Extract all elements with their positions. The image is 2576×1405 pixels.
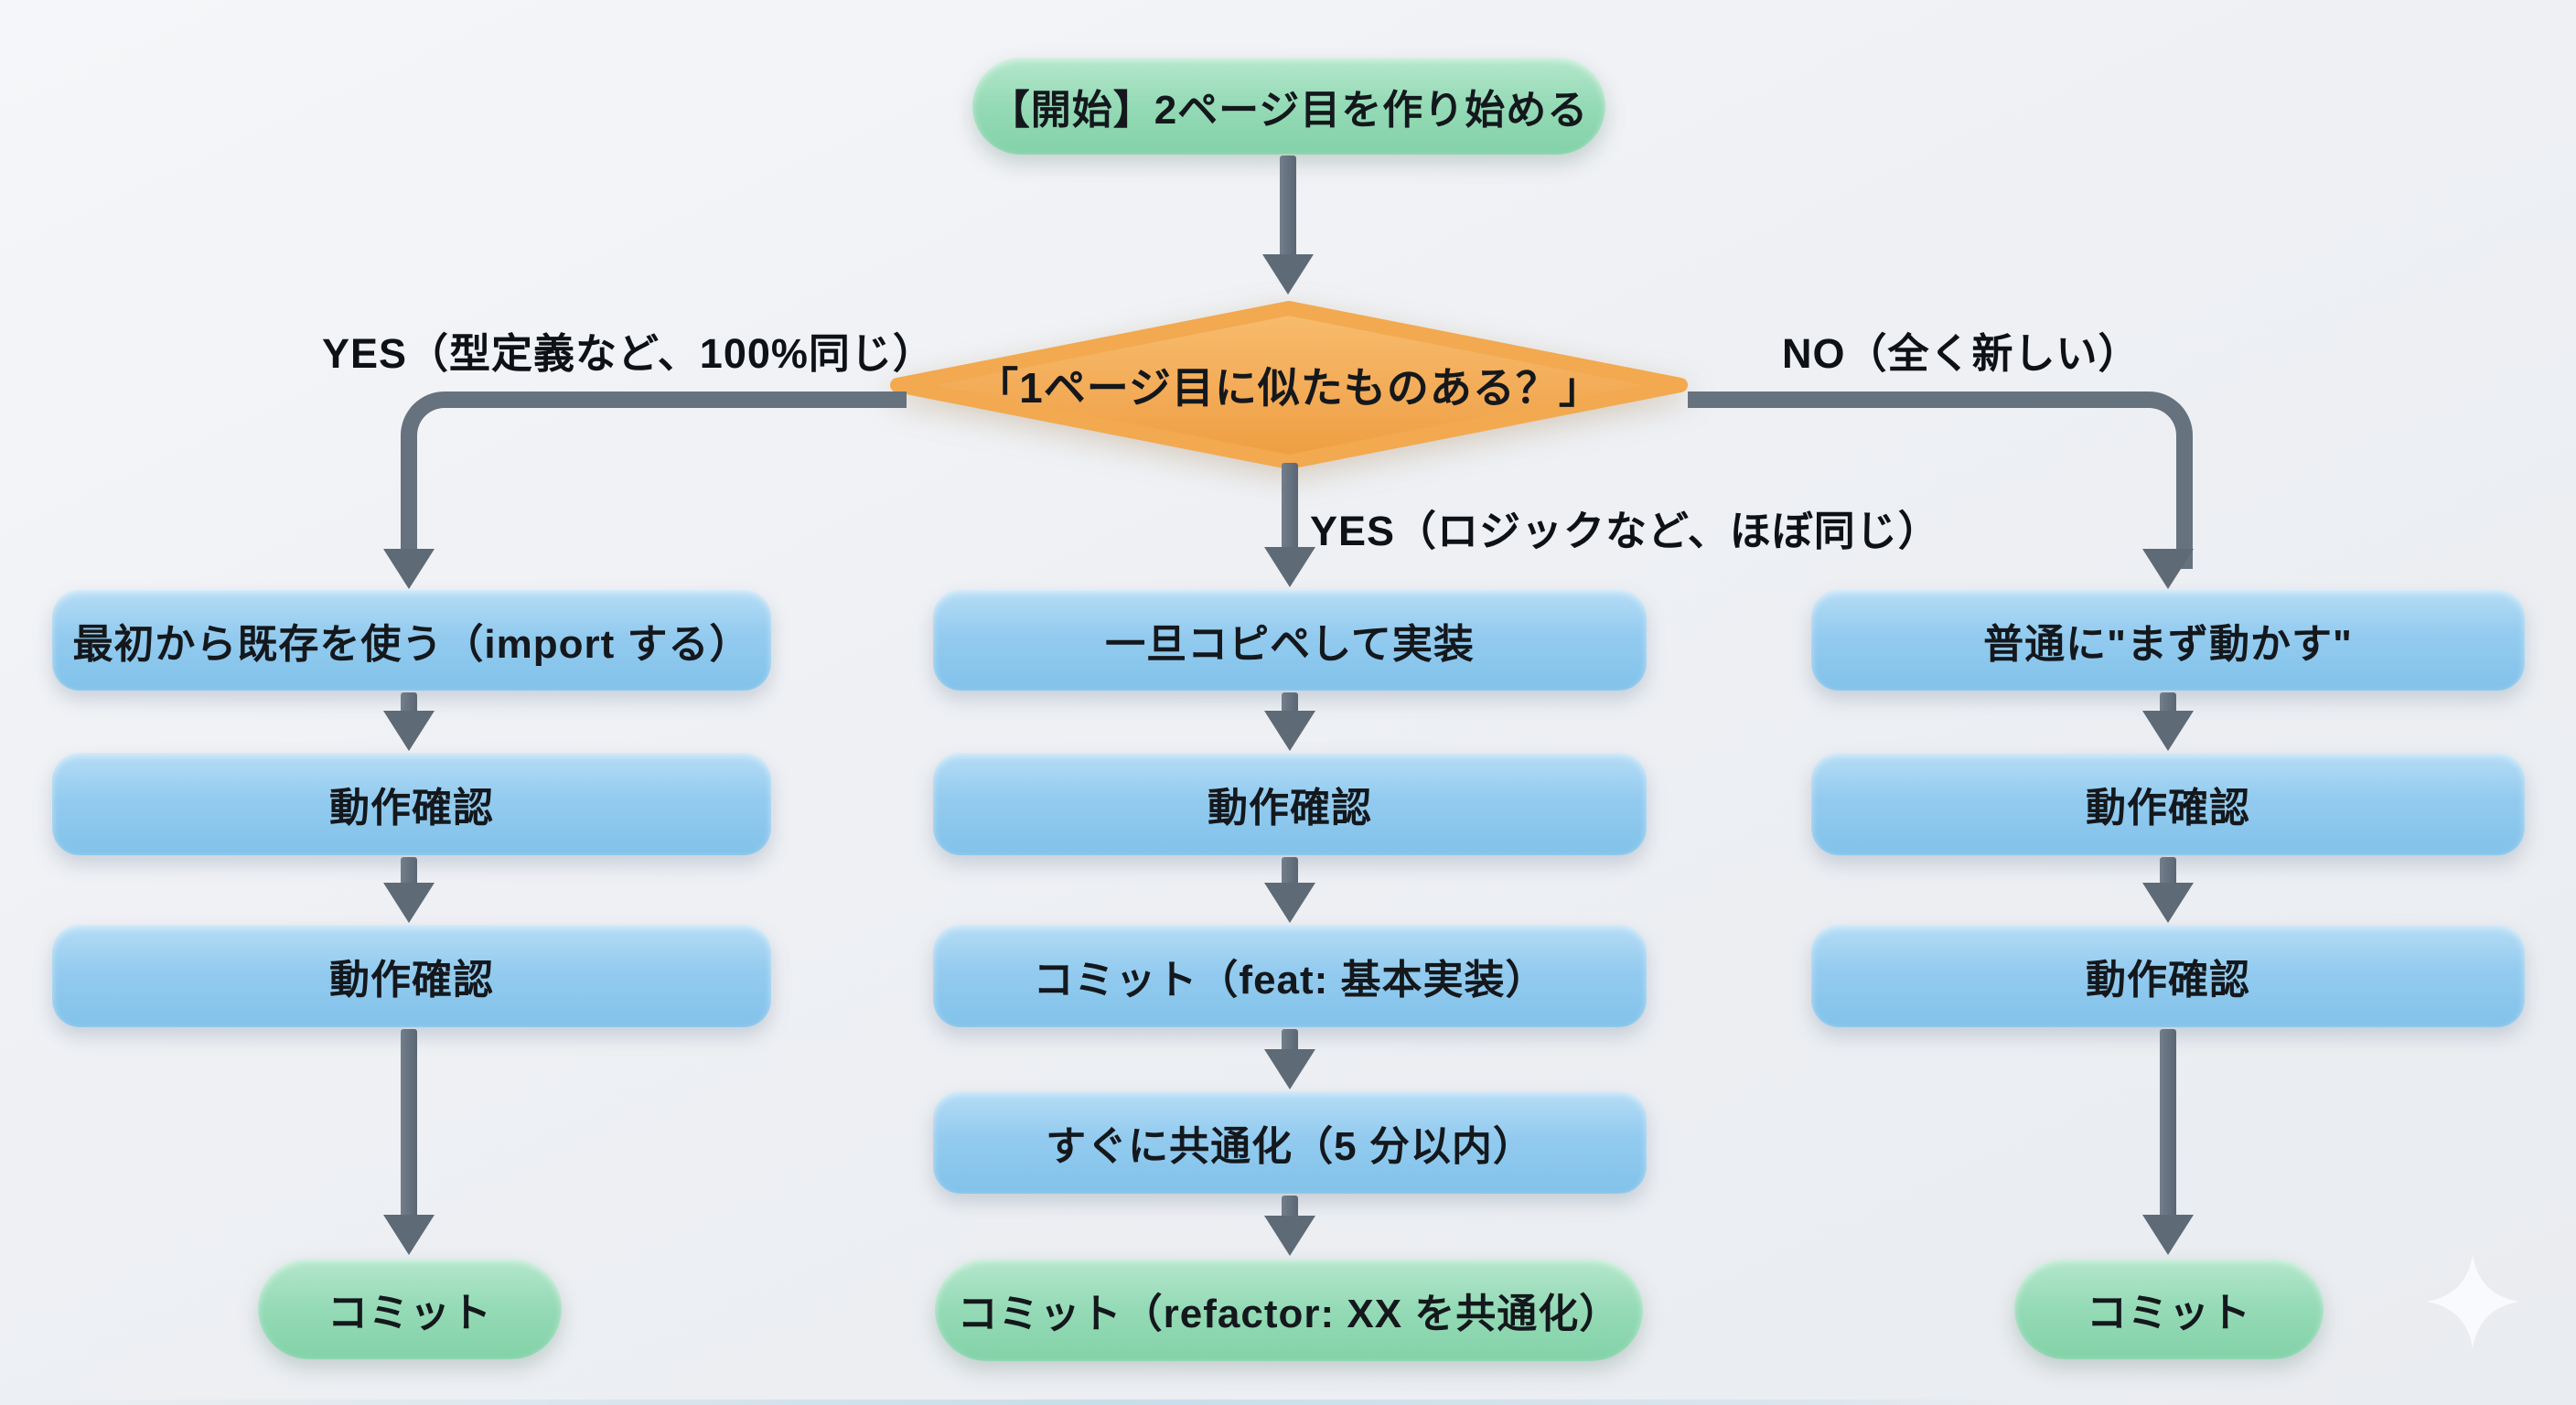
branch-label-yes-middle: YES（ロジックなど、ほぼ同じ） [1310,508,1940,554]
node-label: 動作確認 [2086,958,2250,1003]
branch-label-no-right: NO（全く新しい） [1782,330,2141,377]
arrow-down-icon [383,883,435,923]
end-node-label: コミット [2087,1291,2251,1335]
node-label: 動作確認 [329,786,494,831]
sparkle-icon [2426,1255,2519,1348]
end-node-label: コミット（refactor: XX を共通化） [957,1292,1621,1336]
node-left-step-3: 動作確認 [52,925,771,1027]
node-label: 動作確認 [2086,786,2250,831]
arrow-left-2 [383,857,435,923]
node-middle-step-3: コミット（feat: 基本実装） [933,925,1647,1027]
arrow-down-icon [383,711,435,751]
node-label: 普通に"まず動かす" [1983,622,2353,667]
arrow-shaft [1280,156,1296,263]
arrow-start-to-decision [1262,156,1314,295]
arrow-right-3 [2142,1029,2194,1255]
arrow-down-icon [1264,711,1315,751]
arrow-down-icon [2142,883,2194,923]
arrow-left-3 [383,1029,435,1255]
arrow-down-icon [1264,883,1315,923]
node-label: すぐに共通化（5 分以内） [1046,1124,1534,1169]
start-node: 【開始】2ページ目を作り始める [972,58,1605,155]
node-label: コミット（feat: 基本実装） [1033,958,1547,1003]
arrow-shaft [1282,463,1298,556]
arrow-down-icon [383,1215,435,1255]
end-node-right: コミット [2014,1259,2324,1359]
branch-label-yes-left: YES（型定義など、100%同じ） [322,330,935,377]
arrow-middle-4 [1264,1196,1315,1256]
bottom-edge-highlight [0,1400,2012,1405]
arrow-middle-3 [1264,1029,1315,1089]
node-label: 動作確認 [1208,786,1372,831]
node-label: 動作確認 [329,958,494,1003]
end-node-left: コミット [258,1259,562,1359]
start-node-label: 【開始】2ページ目を作り始める [989,88,1589,133]
arrow-middle-2 [1264,857,1315,923]
node-middle-step-2: 動作確認 [933,753,1647,855]
decision-diamond-shape [890,301,1688,469]
connector-branch-right [1688,391,2193,569]
node-left-step-2: 動作確認 [52,753,771,855]
arrow-down-icon [1264,1216,1315,1256]
node-left-step-1: 最初から既存を使う（import する） [52,590,771,691]
arrow-left-1 [383,692,435,751]
decision-node-label: 「1ページ目に似たものある？」 [976,364,1602,412]
connector-branch-left [401,391,907,569]
node-right-step-2: 動作確認 [1811,753,2525,855]
node-right-step-1: 普通に"まず動かす" [1811,590,2525,691]
arrow-right-2 [2142,857,2194,923]
arrow-down-icon [2142,1215,2194,1255]
end-node-middle: コミット（refactor: XX を共通化） [935,1259,1643,1361]
arrow-shaft [401,1029,417,1224]
arrow-down-icon [1264,1049,1315,1089]
arrow-down-icon [2142,711,2194,751]
arrow-down-icon [1262,254,1314,295]
node-label: 最初から既存を使う（import する） [72,622,751,667]
arrow-middle-1 [1264,692,1315,751]
decision-node: 「1ページ目に似たものある？」 [886,299,1691,471]
end-node-label: コミット [327,1291,492,1335]
arrow-down-icon [383,549,435,589]
arrow-right-1 [2142,692,2194,751]
arrow-shaft [2160,1029,2176,1224]
arrow-down-icon [2142,549,2194,589]
arrow-decision-to-middle [1264,463,1315,587]
node-middle-step-1: 一旦コピペして実装 [933,590,1647,691]
node-middle-step-4: すぐに共通化（5 分以内） [933,1091,1647,1194]
node-right-step-3: 動作確認 [1811,925,2525,1027]
arrow-down-icon [1264,547,1315,587]
node-label: 一旦コピペして実装 [1105,622,1475,667]
